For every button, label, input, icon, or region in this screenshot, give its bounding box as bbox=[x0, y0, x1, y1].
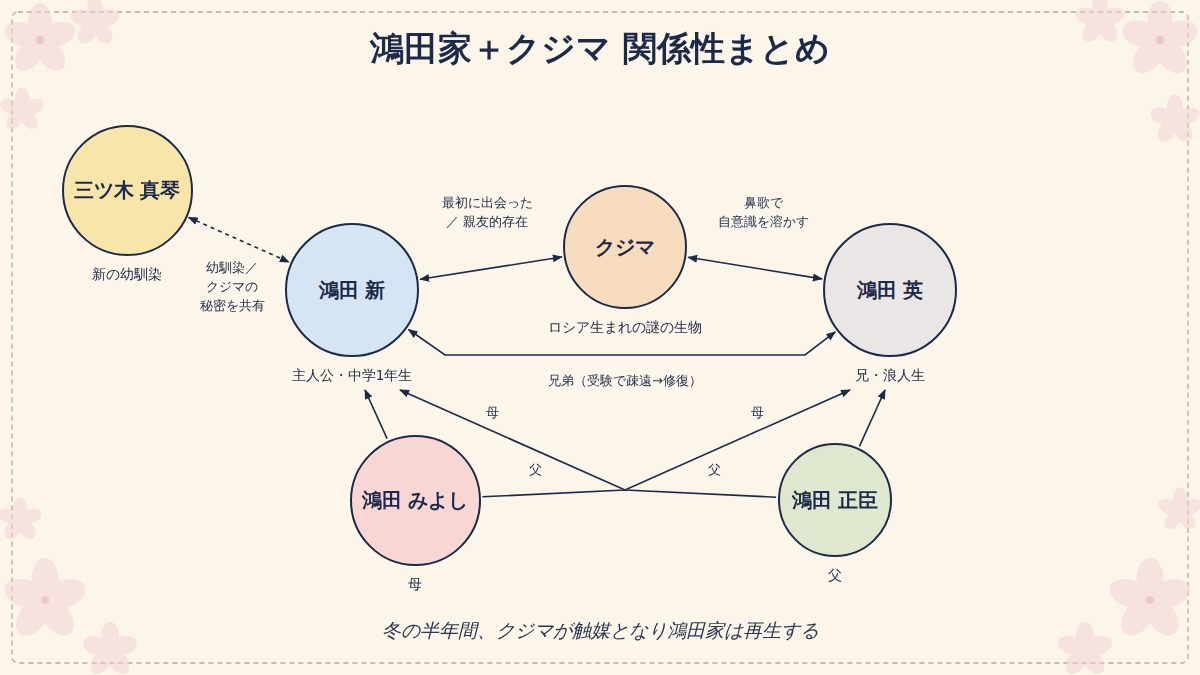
character-description: 兄・浪人生 bbox=[855, 367, 925, 385]
diagram-title: 鴻田家＋クジマ 関係性まとめ bbox=[0, 26, 1200, 72]
connector bbox=[420, 257, 562, 279]
edge-label: 兄弟（受験で疎遠→修復） bbox=[548, 372, 702, 391]
character-name: 鴻田 英 bbox=[857, 277, 924, 304]
edge-label: 最初に出会った／ 親友的存在 bbox=[442, 194, 533, 232]
dashed-connector bbox=[189, 217, 289, 262]
character-circle: 三ツ木 真琴新の幼馴染 bbox=[62, 125, 193, 256]
edge-label: 父 bbox=[529, 461, 542, 480]
character-circle: 鴻田 正臣父 bbox=[778, 443, 892, 557]
character-name: 鴻田 新 bbox=[319, 277, 386, 304]
connector bbox=[859, 390, 885, 446]
diagram-caption: 冬の半年間、クジマが触媒となり鴻田家は再生する bbox=[0, 618, 1200, 644]
edge-label: 幼馴染／クジマの 秘密を共有 bbox=[200, 259, 265, 316]
character-description: 主人公・中学1年生 bbox=[292, 367, 413, 385]
character-name: 鴻田 みよし bbox=[362, 487, 469, 514]
character-name: クジマ bbox=[595, 234, 655, 261]
edge-label: 母 bbox=[486, 404, 499, 423]
character-name: 三ツ木 真琴 bbox=[74, 177, 181, 204]
character-description: 新の幼馴染 bbox=[92, 266, 162, 284]
connector bbox=[365, 390, 387, 439]
character-description: ロシア生まれの謎の生物 bbox=[548, 319, 702, 337]
character-circle: 鴻田 新主人公・中学1年生 bbox=[285, 223, 419, 357]
character-description: 父 bbox=[828, 567, 842, 585]
character-circle: 鴻田 みよし母 bbox=[350, 435, 481, 566]
character-name: 鴻田 正臣 bbox=[792, 487, 879, 514]
edge-label: 鼻歌で 自意識を溶かす bbox=[718, 194, 809, 232]
character-circle: 鴻田 英兄・浪人生 bbox=[823, 223, 957, 357]
character-description: 母 bbox=[408, 576, 422, 594]
connector bbox=[688, 257, 822, 279]
edge-label: 父 bbox=[708, 461, 721, 480]
edge-label: 母 bbox=[751, 404, 764, 423]
character-circle: クジマロシア生まれの謎の生物 bbox=[563, 185, 687, 309]
